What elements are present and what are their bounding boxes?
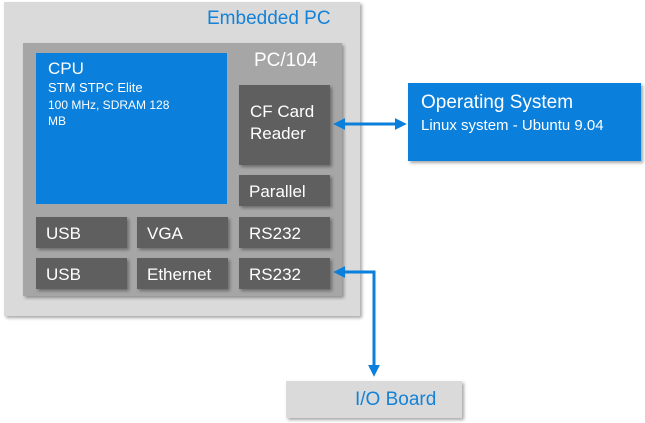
io-board-box [286, 381, 462, 418]
io-board-label: I/O Board [355, 389, 437, 410]
cf-card-reader-block: CF Card Reader [239, 85, 330, 165]
usb-block-2: USB [36, 258, 127, 289]
operating-system-title: Operating System [421, 92, 574, 113]
parallel-block: Parallel [239, 175, 330, 206]
rs232-block-1: RS232 [239, 217, 330, 248]
vga-block: VGA [137, 217, 228, 248]
cpu-specs-line1: 100 MHz, SDRAM 128 [48, 98, 170, 112]
cf-card-label-line1: CF Card [250, 102, 315, 121]
rs232-block-2: RS232 [239, 258, 330, 289]
cpu-block: CPU STM STPC Elite 100 MHz, SDRAM 128 MB [36, 53, 227, 204]
operating-system-detail: Linux system - Ubuntu 9.04 [421, 117, 604, 134]
operating-system-box: Operating System Linux system - Ubuntu 9… [408, 83, 641, 161]
cpu-model: STM STPC Elite [48, 80, 143, 95]
rs232-to-io-arrow [333, 266, 380, 377]
ethernet-block: Ethernet [137, 258, 228, 289]
embedded-pc-label: Embedded PC [207, 8, 331, 29]
usb-block-1: USB [36, 217, 127, 248]
cpu-specs-line2: MB [48, 114, 66, 128]
pc104-label: PC/104 [254, 50, 318, 71]
cf-card-label-line2: Reader [250, 124, 306, 143]
cpu-title: CPU [48, 59, 84, 78]
